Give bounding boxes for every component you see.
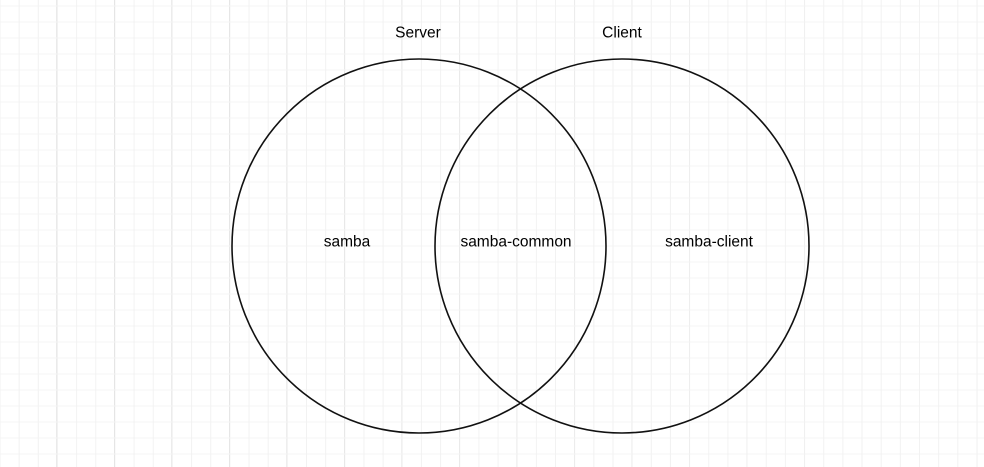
region-label-client-only: samba-client bbox=[665, 233, 753, 251]
region-label-intersection: samba-common bbox=[460, 233, 572, 251]
venn-circle-client[interactable] bbox=[434, 58, 810, 434]
set-title-client: Client bbox=[602, 24, 642, 42]
set-title-server: Server bbox=[395, 24, 441, 42]
venn-circle-server[interactable] bbox=[231, 58, 607, 434]
region-label-server-only: samba bbox=[323, 233, 371, 251]
